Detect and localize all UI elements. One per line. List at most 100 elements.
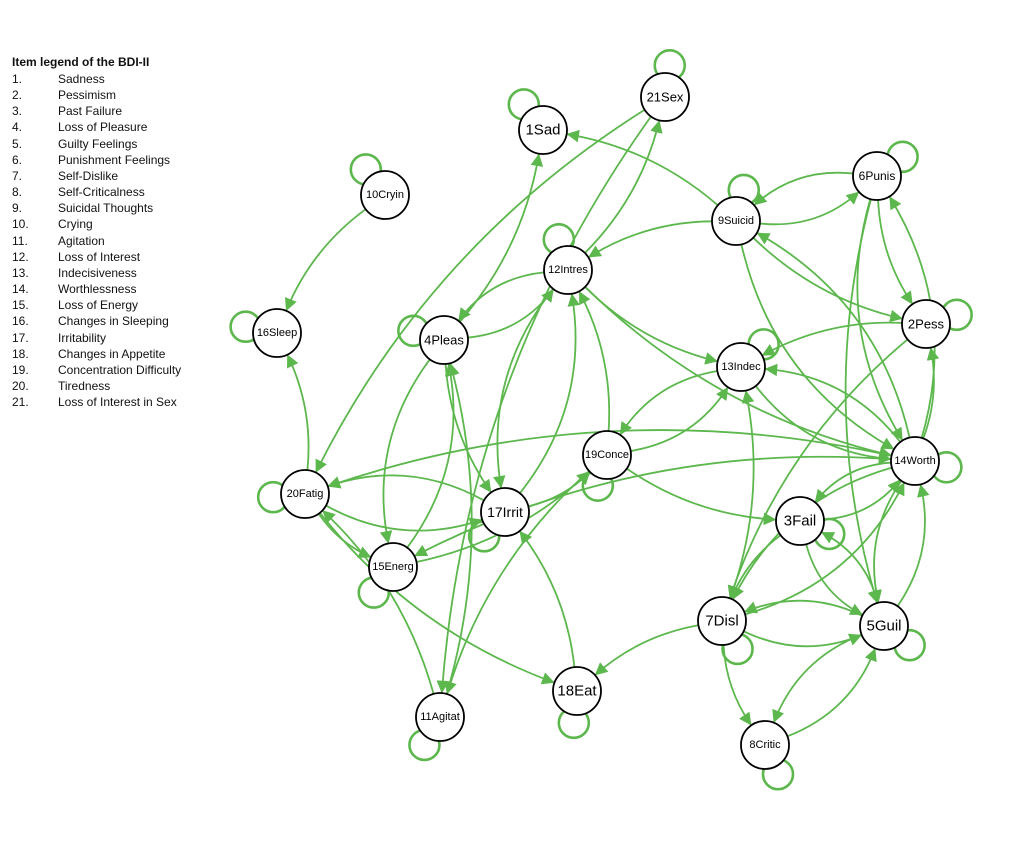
node-label: 21Sex <box>647 90 684 105</box>
node-circle <box>582 430 632 480</box>
legend-item: 21.Loss of Interest in Sex <box>12 394 242 410</box>
node-label: 19Conce <box>585 449 629 461</box>
legend-item: 12.Loss of Interest <box>12 249 242 265</box>
legend-item: 7.Self-Dislike <box>12 168 242 184</box>
node-circle <box>480 487 530 537</box>
edge-8-to-5 <box>787 648 877 738</box>
node-label: 10Cryin <box>366 189 404 201</box>
edge-14-to-9 <box>756 232 911 438</box>
node-label: 12Intres <box>548 264 588 276</box>
edge-14-to-2 <box>922 347 940 439</box>
legend-item-label: Loss of Energy <box>58 298 139 313</box>
legend-item-number: 7. <box>12 168 23 183</box>
edge-7-to-14 <box>744 482 905 616</box>
legend-item-label: Self-Criticalness <box>58 185 145 200</box>
edge-4-to-15 <box>379 358 431 544</box>
node-1: 1Sad <box>518 105 568 155</box>
edge-5-to-14 <box>896 484 930 607</box>
node-label: 4Pleas <box>424 333 464 348</box>
node-20: 20Fatig <box>280 469 330 519</box>
legend-item-label: Worthlessness <box>58 282 137 297</box>
node-label: 3Fail <box>784 513 817 530</box>
edge-20-to-18 <box>319 512 555 685</box>
edges-layer <box>285 109 940 738</box>
node-circle <box>859 601 909 651</box>
legend-item-number: 15. <box>12 298 29 313</box>
node-circle <box>640 72 690 122</box>
legend-item: 15. Loss of Energy <box>12 297 242 313</box>
legend-item-label: Changes in Appetite <box>58 346 166 361</box>
legend-item: 11.Agitation <box>12 233 242 249</box>
edge-9-to-6 <box>759 191 860 226</box>
edge-19-to-12 <box>578 291 611 432</box>
node-label: 17Irrit <box>487 504 523 520</box>
edge-6-to-9 <box>753 171 854 206</box>
node-label: 7Disl <box>705 613 738 630</box>
legend-item-number: 6. <box>12 152 23 167</box>
node-label: 16Sleep <box>257 327 297 339</box>
node-label: 11Agitat <box>420 711 460 723</box>
legend-item: 17.Irritability <box>12 330 242 346</box>
legend-item-number: 13. <box>12 265 29 280</box>
legend-item-number: 20. <box>12 378 29 393</box>
edge-11-to-20 <box>322 510 435 695</box>
edge-11-to-4 <box>445 362 473 695</box>
node-label: 18Eat <box>557 683 597 700</box>
legend-item: 4.Loss of Pleasure <box>12 119 242 135</box>
edge-12-to-21 <box>584 120 663 254</box>
node-circle <box>775 496 825 546</box>
node-label: 1Sad <box>525 122 560 139</box>
legend-item: 19. Concentration Difficulty <box>12 362 242 378</box>
edge-4-to-17 <box>444 363 492 493</box>
edge-18-to-17 <box>519 530 576 668</box>
node-label: 13Indec <box>721 361 761 373</box>
node-circle <box>518 105 568 155</box>
legend-item-label: Guilty Feelings <box>58 136 138 151</box>
legend-item: 18.Changes in Appetite <box>12 346 242 362</box>
edge-5-to-8 <box>772 633 862 723</box>
node-12: 12Intres <box>543 245 593 295</box>
node-circle <box>697 596 747 646</box>
node-circle <box>543 245 593 295</box>
legend-item: 13.Indecisiveness <box>12 265 242 281</box>
edge-21-to-11 <box>436 115 652 694</box>
legend-item: 9.Suicidal Thoughts <box>12 200 242 216</box>
legend-item-label: Past Failure <box>58 104 123 119</box>
edge-19-to-13 <box>630 386 729 452</box>
legend-item-label: Irritability <box>58 330 107 345</box>
node-4: 4Pleas <box>419 315 469 365</box>
legend-item-number: 8. <box>12 185 23 200</box>
node-circle <box>419 315 469 365</box>
edge-9-to-2 <box>752 237 903 323</box>
edge-4-to-1 <box>459 153 544 323</box>
legend-item: 10.Crying <box>12 216 242 232</box>
node-circle <box>711 196 761 246</box>
edge-17-to-12 <box>519 293 581 494</box>
legend-item: 5.Guilty Feelings <box>12 136 242 152</box>
node-label: 6Punis <box>859 169 896 183</box>
legend-item: 20. Tiredness <box>12 378 242 394</box>
legend-item-label: Punishment Feelings <box>58 152 171 167</box>
node-circle <box>360 170 410 220</box>
legend-item-number: 19. <box>12 362 29 377</box>
node-7: 7Disl <box>697 596 747 646</box>
node-9: 9Suicid <box>711 196 761 246</box>
legend-item-label: Concentration Difficulty <box>58 362 182 377</box>
node-circle <box>890 436 940 486</box>
node-label: 8Critic <box>749 739 781 751</box>
legend-item-label: Loss of Pleasure <box>58 120 148 135</box>
node-3: 3Fail <box>775 496 825 546</box>
nodes-layer: 1Sad2Pess3Fail4Pleas5Guil6Punis7Disl8Cri… <box>252 72 951 770</box>
node-circle <box>740 720 790 770</box>
legend-item-label: Suicidal Thoughts <box>58 201 154 216</box>
node-6: 6Punis <box>852 151 902 201</box>
node-circle <box>901 299 951 349</box>
legend-item-label: Tiredness <box>58 378 111 393</box>
legend-item-label: Crying <box>58 217 93 232</box>
legend-item-label: Loss of Interest in Sex <box>58 395 177 410</box>
legend-title: Item legend of the BDI-II <box>12 55 150 69</box>
legend-item-number: 1. <box>12 72 23 86</box>
edge-14-to-3 <box>814 461 892 503</box>
